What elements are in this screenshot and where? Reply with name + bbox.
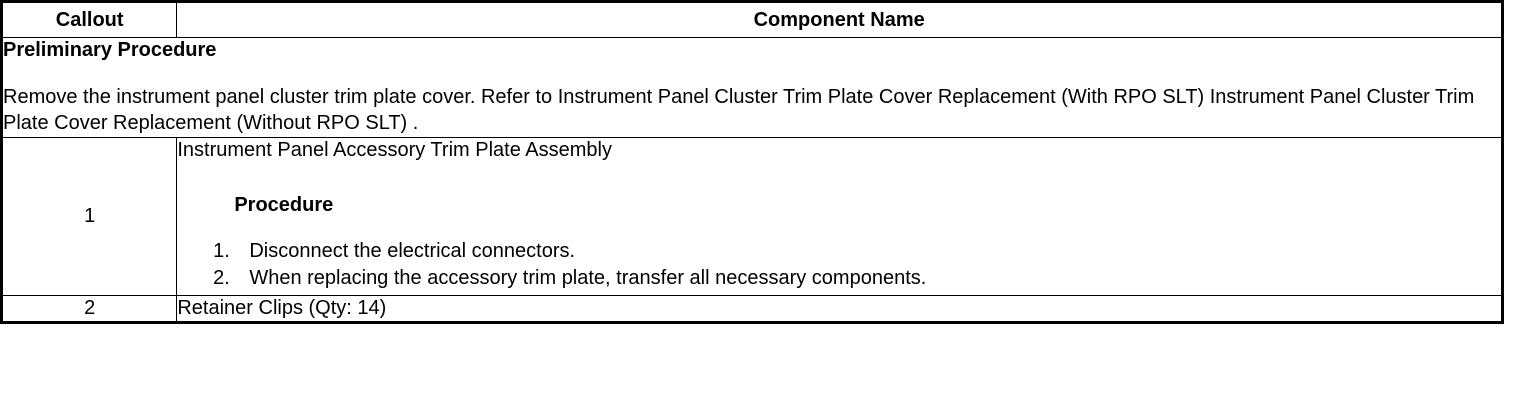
list-item: Disconnect the electrical connectors. bbox=[235, 239, 1501, 264]
component-name-2: Retainer Clips (Qty: 14) bbox=[177, 297, 387, 320]
column-header-component-name: Component Name bbox=[176, 1, 1503, 38]
component-procedure-table: Callout Component Name Preliminary Proce… bbox=[0, 0, 1504, 324]
table-row: 2 Retainer Clips (Qty: 14) bbox=[0, 295, 1503, 323]
component-detail-cell-2: Retainer Clips (Qty: 14) bbox=[176, 295, 1503, 323]
table-header-row: Callout Component Name bbox=[0, 1, 1503, 38]
preliminary-procedure-title: Preliminary Procedure bbox=[3, 39, 217, 61]
component-detail-cell-1: Instrument Panel Accessory Trim Plate As… bbox=[176, 136, 1503, 297]
procedure-step-list: Disconnect the electrical connectors. Wh… bbox=[177, 239, 1501, 291]
callout-number-2: 2 bbox=[0, 295, 178, 323]
preliminary-procedure-text: Remove the instrument panel cluster trim… bbox=[3, 86, 1475, 135]
callout-number-1: 1 bbox=[0, 136, 178, 297]
preliminary-procedure-cell: Preliminary Procedure Remove the instrum… bbox=[1, 37, 1503, 138]
preliminary-procedure-row: Preliminary Procedure Remove the instrum… bbox=[1, 37, 1503, 138]
table-row: 1 Instrument Panel Accessory Trim Plate … bbox=[0, 136, 1503, 297]
list-item: When replacing the accessory trim plate,… bbox=[235, 266, 1501, 291]
procedure-sub-heading: Procedure bbox=[234, 193, 334, 216]
column-header-callout: Callout bbox=[0, 1, 178, 38]
component-name-1: Instrument Panel Accessory Trim Plate As… bbox=[177, 138, 612, 161]
